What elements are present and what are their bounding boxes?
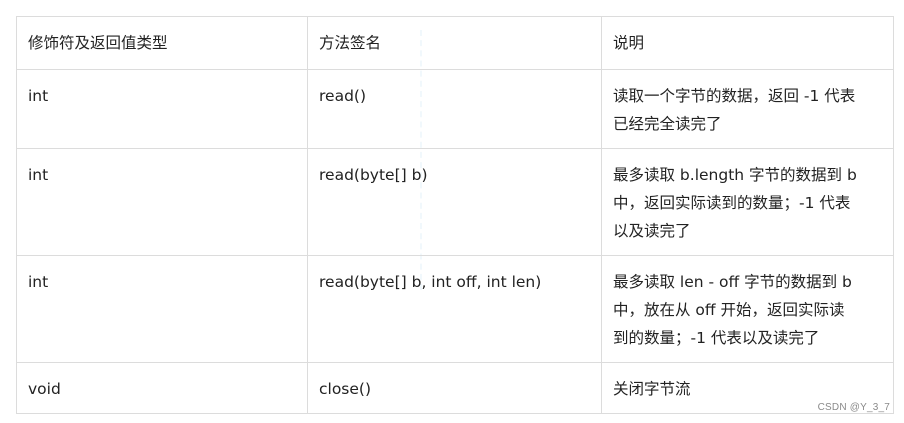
table-row: int read(byte[] b) 最多读取 b.length 字节的数据到 … bbox=[16, 148, 894, 256]
header-description: 说明 bbox=[601, 16, 894, 70]
cell-description: 读取一个字节的数据，返回 -1 代表 已经完全读完了 bbox=[601, 69, 894, 149]
cell-description: 关闭字节流 bbox=[601, 362, 894, 414]
cell-type: void bbox=[16, 362, 308, 414]
header-signature: 方法签名 bbox=[307, 16, 602, 70]
cell-description: 最多读取 b.length 字节的数据到 b 中，返回实际读到的数量；-1 代表… bbox=[601, 148, 894, 256]
cell-signature: read() bbox=[307, 69, 602, 149]
cell-signature: close() bbox=[307, 362, 602, 414]
description-line: 以及读完了 bbox=[613, 222, 691, 240]
table-row: int read(byte[] b, int off, int len) 最多读… bbox=[16, 255, 894, 363]
cell-type: int bbox=[16, 148, 308, 256]
description-line: 已经完全读完了 bbox=[613, 115, 722, 133]
table-header-row: 修饰符及返回值类型 方法签名 说明 bbox=[16, 16, 894, 70]
table-row: void close() 关闭字节流 bbox=[16, 362, 894, 414]
description-line: 中，放在从 off 开始，返回实际读 bbox=[613, 301, 845, 319]
cell-type: int bbox=[16, 69, 308, 149]
description-line: 关闭字节流 bbox=[613, 380, 691, 398]
cell-description: 最多读取 len - off 字节的数据到 b 中，放在从 off 开始，返回实… bbox=[601, 255, 894, 363]
cell-signature: read(byte[] b) bbox=[307, 148, 602, 256]
description-line: 最多读取 b.length 字节的数据到 b bbox=[613, 166, 857, 184]
description-line: 读取一个字节的数据，返回 -1 代表 bbox=[613, 87, 856, 105]
method-table: 修饰符及返回值类型 方法签名 说明 int read() 读取一个字节的数据，返… bbox=[16, 16, 894, 414]
cell-signature: read(byte[] b, int off, int len) bbox=[307, 255, 602, 363]
description-line: 到的数量；-1 代表以及读完了 bbox=[613, 329, 820, 347]
csdn-watermark: CSDN @Y_3_7 bbox=[817, 402, 890, 413]
description-line: 中，返回实际读到的数量；-1 代表 bbox=[613, 194, 851, 212]
table-row: int read() 读取一个字节的数据，返回 -1 代表 已经完全读完了 bbox=[16, 69, 894, 149]
cell-type: int bbox=[16, 255, 308, 363]
description-line: 最多读取 len - off 字节的数据到 b bbox=[613, 273, 852, 291]
header-type: 修饰符及返回值类型 bbox=[16, 16, 308, 70]
